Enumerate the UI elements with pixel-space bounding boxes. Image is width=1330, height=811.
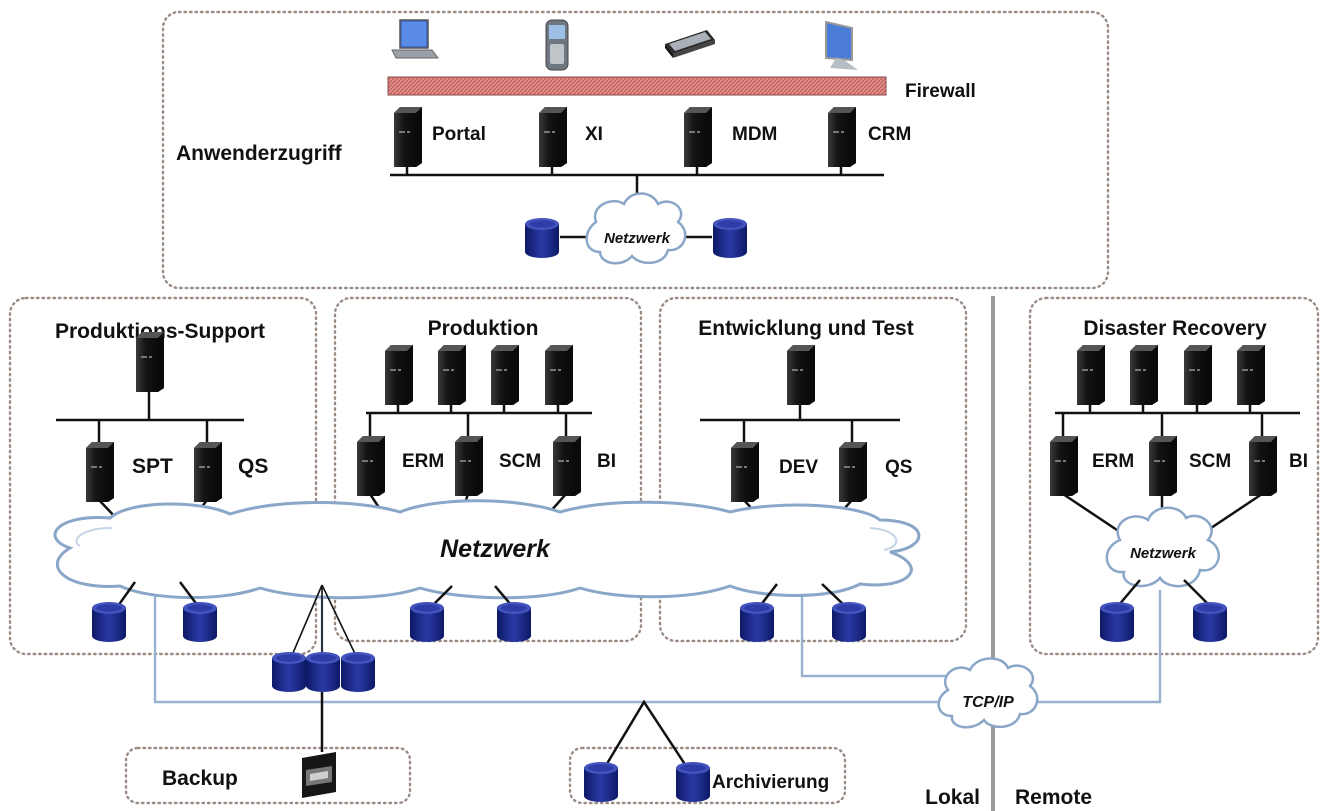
storage-disk-icon xyxy=(497,602,531,642)
server-icon xyxy=(385,345,413,405)
firewall-label: Firewall xyxy=(905,81,976,102)
storage-disk-icon xyxy=(341,652,375,692)
server-label: MDM xyxy=(732,124,777,145)
server-label: BI xyxy=(597,451,616,472)
desktop-monitor-icon xyxy=(825,20,858,70)
zone-dr-border xyxy=(1028,296,1320,656)
server-icon xyxy=(539,107,567,167)
tcpip-label: TCP/IP xyxy=(962,694,1014,711)
server-icon xyxy=(1077,345,1105,405)
local-label: Lokal xyxy=(925,786,980,809)
server-icon xyxy=(828,107,856,167)
server-icon xyxy=(787,345,815,405)
server-icon xyxy=(1184,345,1212,405)
zone-user-access-border xyxy=(161,10,1110,290)
server-icon xyxy=(194,442,222,502)
server-icon xyxy=(1237,345,1265,405)
zone-dr-label: Disaster Recovery xyxy=(1083,317,1267,340)
firewall-bar xyxy=(387,76,887,96)
cloud-icon xyxy=(585,192,687,265)
zone-dev-test-label: Entwicklung und Test xyxy=(698,317,913,340)
zone-prod-support-border xyxy=(8,296,318,656)
laptop-icon xyxy=(391,19,439,59)
server-label: ERM xyxy=(402,451,444,472)
server-icon xyxy=(1149,436,1177,496)
zone-backup-label: Backup xyxy=(162,767,238,790)
zone-prod-support-label: Produktions-Support xyxy=(55,320,265,343)
server-mdm: MDM xyxy=(684,107,777,167)
server-label: DEV xyxy=(779,457,818,478)
server-icon xyxy=(438,345,466,405)
storage-disk-icon xyxy=(410,602,444,642)
dr-disk-links xyxy=(1117,579,1211,607)
san-disk-links xyxy=(289,584,359,661)
server-icon xyxy=(491,345,519,405)
storage-disk-icon xyxy=(306,652,340,692)
cloud-icon xyxy=(937,657,1039,729)
server-icon xyxy=(684,107,712,167)
cloud-icon xyxy=(53,499,921,600)
zone-production-label: Produktion xyxy=(428,317,539,340)
server-label: BI xyxy=(1289,451,1308,472)
server-label: XI xyxy=(585,124,603,145)
remote-label: Remote xyxy=(1015,786,1092,809)
server-icon xyxy=(1050,436,1078,496)
zone-backup-border xyxy=(124,746,412,805)
storage-disk-icon xyxy=(1100,602,1134,642)
server-label: SCM xyxy=(499,451,541,472)
zone-dev-test-border xyxy=(658,296,968,643)
storage-disk-icon xyxy=(676,762,710,802)
server-portal: Portal xyxy=(394,107,486,167)
zone-user-access-label: Anwenderzugriff xyxy=(176,142,343,165)
scanner-icon xyxy=(665,30,715,58)
dr-network-label: Netzwerk xyxy=(1130,545,1197,562)
main-disk-links xyxy=(116,581,846,607)
tape-drive-icon xyxy=(302,752,336,798)
dr-bus xyxy=(1055,405,1300,534)
server-icon xyxy=(1249,436,1277,496)
zone-archive-border xyxy=(568,746,847,805)
server-icon xyxy=(839,442,867,502)
server-icon xyxy=(136,332,164,392)
server-icon xyxy=(394,107,422,167)
storage-disk-icon xyxy=(525,218,559,258)
server-label: CRM xyxy=(868,124,911,145)
zone-production-border xyxy=(333,296,643,643)
server-icon xyxy=(731,442,759,502)
server-label: SPT xyxy=(132,455,173,478)
server-icon xyxy=(357,436,385,496)
archive-links xyxy=(600,699,692,773)
zone-borders xyxy=(8,10,1320,805)
server-crm: CRM xyxy=(828,107,911,167)
zone-archive-label: Archivierung xyxy=(712,772,829,793)
server-icon xyxy=(553,436,581,496)
server-icon xyxy=(1130,345,1158,405)
cloud-icon xyxy=(1105,506,1220,588)
storage-disk-icon xyxy=(1193,602,1227,642)
server-icon xyxy=(545,345,573,405)
server-label: QS xyxy=(885,457,912,478)
server-label: Portal xyxy=(432,124,486,145)
mobile-phone-icon xyxy=(545,19,569,71)
storage-disk-icon xyxy=(584,762,618,802)
server-icon xyxy=(455,436,483,496)
storage-disk-icon xyxy=(832,602,866,642)
main-network-label: Netzwerk xyxy=(440,535,551,563)
storage-disk-icon xyxy=(713,218,747,258)
storage-disk-icon xyxy=(183,602,217,642)
server-label: ERM xyxy=(1092,451,1134,472)
top-network-label: Netzwerk xyxy=(604,230,671,247)
server-label: QS xyxy=(238,455,268,478)
storage-disk-icon xyxy=(92,602,126,642)
server-xi: XI xyxy=(539,107,603,167)
storage-disk-icon xyxy=(272,652,306,692)
server-label: SCM xyxy=(1189,451,1231,472)
server-icon xyxy=(86,442,114,502)
storage-disk-icon xyxy=(740,602,774,642)
